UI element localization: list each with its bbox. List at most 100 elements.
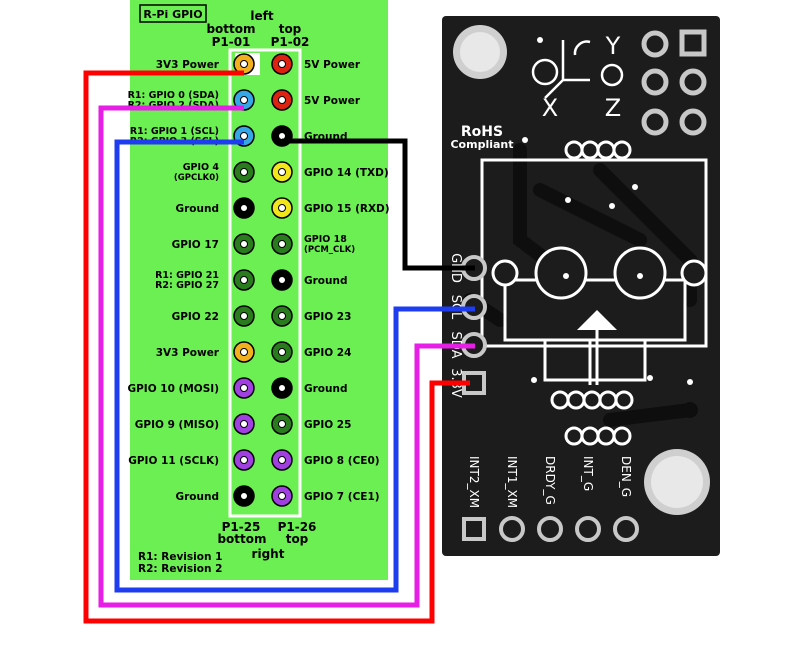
pin-left-hole xyxy=(240,96,248,104)
gpio-board: R-Pi GPIO left bottom P1-01 top P1-02 3V… xyxy=(127,0,390,580)
wire-sda xyxy=(98,105,475,608)
pin-right-hole xyxy=(278,96,286,104)
inductor-middle xyxy=(550,390,634,410)
legend-revision-1: R1: Revision 1 xyxy=(138,551,222,563)
rohs-compliant-label: Compliant xyxy=(450,138,513,151)
pin-left-label: GPIO 11 (SCLK) xyxy=(128,455,219,467)
wire-ground xyxy=(282,138,475,271)
bottom-right-pin-label: P1-26 xyxy=(278,520,317,534)
pin-right-hole xyxy=(278,60,286,68)
top-side-label: left xyxy=(250,9,273,23)
pin-right xyxy=(271,233,293,255)
pin-left xyxy=(233,377,255,399)
pin-left xyxy=(233,89,255,111)
pin-row: Ground GPIO 7 (CE1) xyxy=(176,485,380,507)
pin-left-hole xyxy=(240,168,248,176)
mounting-hole-bottom xyxy=(644,449,710,515)
pin-left-hole xyxy=(240,204,248,212)
pin-left-hole xyxy=(240,492,248,500)
pin-right-hole xyxy=(278,204,286,212)
gpio-title: R-Pi GPIO xyxy=(143,8,202,21)
pin-right-hole xyxy=(278,456,286,464)
pin-left-hole xyxy=(240,132,248,140)
pin-row: GPIO 17 GPIO 18(PCM_CLK) xyxy=(172,233,355,255)
wire-scl xyxy=(114,139,475,593)
bottom-pin-int2-xm: INT2_XM xyxy=(462,456,486,541)
pin-right-label: 5V Power xyxy=(304,59,361,71)
pin-left xyxy=(233,269,255,291)
pin-right xyxy=(271,197,293,219)
wires xyxy=(83,70,475,624)
bottom-pin-label: DEN_G xyxy=(619,456,633,497)
pin-left xyxy=(233,413,255,435)
legend-revision-2: R2: Revision 2 xyxy=(138,563,222,575)
pin-right xyxy=(271,485,293,507)
pin-right-label: GPIO 25 xyxy=(304,419,351,431)
gpio-title-box xyxy=(139,4,207,23)
wire-power xyxy=(83,70,470,624)
pin-right xyxy=(271,413,293,435)
pin-right-label: 5V Power xyxy=(304,95,361,107)
pin-left xyxy=(233,449,255,471)
pin-right xyxy=(271,269,293,291)
pin-left-hole xyxy=(240,240,248,248)
bottom-pin-int1-xm: INT1_XM xyxy=(499,456,525,542)
pin-left xyxy=(233,485,255,507)
pin-right-label: GPIO 18 xyxy=(304,234,347,245)
pin-left-hole xyxy=(240,312,248,320)
pin-left-label: R1: GPIO 1 (SCL) xyxy=(130,126,219,137)
pin-left-label: GPIO 10 (MOSI) xyxy=(127,383,219,395)
bottom-pin-label: DRDY_G xyxy=(543,456,557,505)
pin-right-label: (PCM_CLK) xyxy=(304,245,355,255)
pin-right xyxy=(271,377,293,399)
pin-left-label: Ground xyxy=(176,491,219,503)
pin-left-hole xyxy=(240,348,248,356)
pin-right-hole xyxy=(278,132,286,140)
pin-row: GPIO 9 (MISO) GPIO 25 xyxy=(135,413,351,435)
pin-right xyxy=(271,305,293,327)
pin-right xyxy=(271,89,293,111)
bottom-pin-den-g: DEN_G xyxy=(613,456,639,542)
pin-row: GPIO 10 (MOSI) Ground xyxy=(127,377,347,399)
bottom-pin-pad xyxy=(499,516,525,542)
top-right-pin-label: P1-02 xyxy=(271,35,310,49)
pin-left xyxy=(233,233,255,255)
pin-left-label: GPIO 17 xyxy=(172,239,219,251)
pin-left-label: R2: GPIO 27 xyxy=(155,280,219,291)
pin-left-hole xyxy=(240,276,248,284)
bottom-pin-pad xyxy=(537,516,563,542)
pin-right-label: GPIO 23 xyxy=(304,311,351,323)
bottom-left-header-label: bottom xyxy=(217,532,266,546)
bottom-pin-int-g: INT_G xyxy=(575,456,601,542)
pin-left-hole xyxy=(240,384,248,392)
pin-right-hole xyxy=(278,348,286,356)
pin-right xyxy=(271,53,293,75)
pin-right-hole xyxy=(278,312,286,320)
rohs-label: RoHS xyxy=(461,124,503,140)
pin-left xyxy=(233,305,255,327)
pin-left-label: 3V3 Power xyxy=(156,59,220,71)
pin-left-label: 3V3 Power xyxy=(156,347,220,359)
pin-left-label: Ground xyxy=(176,203,219,215)
vias xyxy=(522,37,693,385)
pin-right-hole xyxy=(278,240,286,248)
pin-right-label: Ground xyxy=(304,383,347,395)
bottom-pin-label: INT_G xyxy=(581,456,595,491)
pin-left-hole xyxy=(240,420,248,428)
axis-orientation-graphic xyxy=(531,40,624,99)
pin-right-label: GPIO 7 (CE1) xyxy=(304,491,380,503)
pin-right-label: GPIO 14 (TXD) xyxy=(304,167,389,179)
pin-left-label: GPIO 9 (MISO) xyxy=(135,419,219,431)
pin-left xyxy=(233,341,255,363)
bottom-side-label: right xyxy=(252,547,285,561)
bottom-left-pin-label: P1-25 xyxy=(222,520,261,534)
bottom-pin-pad xyxy=(575,516,601,542)
pin-left xyxy=(233,53,255,75)
pin-right-hole xyxy=(278,168,286,176)
